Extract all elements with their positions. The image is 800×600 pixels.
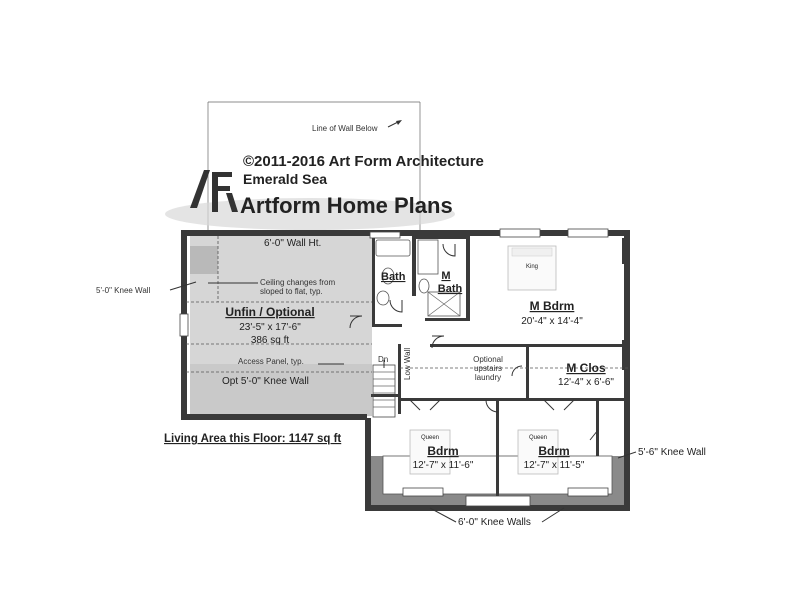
bath-fixtures [375, 239, 461, 317]
unfin-area-shade [190, 236, 372, 364]
queen-bed-left-label: Queen [421, 435, 439, 441]
opt-knee-wall-shade [190, 364, 372, 416]
dn-label: Dn [378, 355, 388, 364]
bdrm-right-name: Bdrm [538, 444, 569, 458]
dashed-lines [186, 236, 630, 373]
bdrm-right-dims: 12'-7" x 11'-5" [524, 460, 585, 471]
unfin-room-area: 386 sq ft [251, 335, 290, 346]
laundry-note-2: upstairs [474, 364, 502, 373]
m-clos-name: M Clos [566, 361, 606, 375]
plan-name: Emerald Sea [243, 171, 327, 187]
m-clos-dims: 12'-4" x 6'-6" [558, 377, 614, 388]
knee-walls-6-leader-right [541, 507, 565, 523]
opt-knee-wall-note: Opt 5'-0" Knee Wall [222, 376, 309, 387]
knee-wall-5-note: 5'-0" Knee Wall [96, 286, 151, 295]
line-of-wall-below-note: Line of Wall Below [312, 124, 378, 133]
low-wall-label: Low Wall [403, 348, 412, 380]
m-bath-label-2: Bath [438, 283, 463, 295]
king-bed-label: King [526, 264, 538, 270]
living-area-note: Living Area this Floor: 1147 sq ft [164, 433, 341, 445]
wall-below-arrowhead [396, 120, 402, 125]
m-bath-label-1: M [441, 270, 450, 282]
window-marks [179, 228, 609, 507]
wall-ht-note: 6'-0" Wall Ht. [264, 238, 321, 249]
king-bed [507, 245, 557, 291]
knee-wall-5-leader [169, 281, 197, 291]
m-bdrm-dims: 20'-4" x 14'-4" [521, 316, 583, 327]
knee-wall-56-note: 5'-6" Knee Wall [638, 447, 706, 458]
bath-label: Bath [381, 271, 406, 283]
bdrm-left-dims: 12'-7" x 11'-6" [413, 460, 474, 471]
laundry-note-1: Optional [473, 355, 503, 364]
knee-walls-6-note: 6'-0" Knee Walls [458, 517, 531, 528]
brand-logo [165, 170, 455, 230]
ceiling-note-1: Ceiling changes from [260, 278, 335, 287]
stairs [372, 360, 396, 418]
bdrm-left-name: Bdrm [427, 444, 458, 458]
unfin-room-dims: 23'-5" x 17'-6" [239, 322, 301, 333]
unfin-room-name: Unfin / Optional [225, 305, 314, 319]
queen-bed-right-label: Queen [529, 435, 547, 441]
ceiling-note-2: sloped to flat, typ. [260, 287, 323, 296]
access-panel-note: Access Panel, typ. [238, 357, 304, 366]
interior-walls [371, 236, 628, 505]
m-bdrm-name: M Bdrm [530, 299, 575, 313]
closet-shade [190, 246, 218, 274]
knee-wall-56-leader [617, 451, 637, 459]
copyright-text: ©2011-2016 Art Form Architecture [243, 153, 484, 170]
queen-bed-right [517, 429, 559, 475]
door-swings [349, 243, 599, 441]
brand-name: Artform Home Plans [240, 193, 453, 218]
queen-bed-left [409, 429, 451, 475]
laundry-note-3: laundry [475, 373, 501, 382]
knee-walls-6-leader-left [429, 507, 457, 523]
